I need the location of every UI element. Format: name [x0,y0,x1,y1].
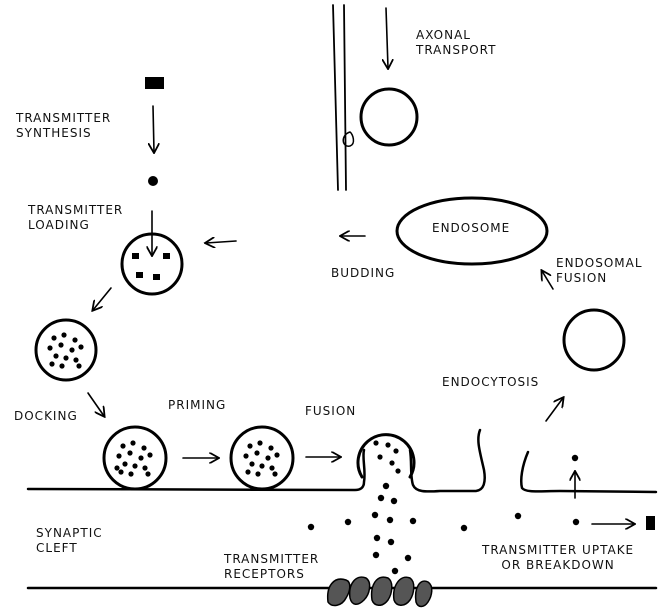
docking-arrow [88,393,104,416]
transmitter-precursor [145,77,164,89]
transmitter-receptors-cluster [328,577,432,606]
axon-microtubule [333,5,353,190]
released-transmitter-dot [383,483,389,489]
released-transmitter-dot [391,498,397,504]
endosomal-fusion-arrow [542,271,553,289]
budding-to-loading-arrow [206,241,236,243]
label-priming: PRIMING [168,398,226,413]
endocytosed-vesicle [564,310,624,370]
docked-vesicle [104,427,166,489]
released-transmitter-dot [308,524,314,530]
released-transmitter-dot [373,552,379,558]
released-transmitter-dot [410,518,416,524]
label-fusion: FUSION [305,404,356,419]
released-transmitter-dot [345,519,351,525]
released-transmitter-dot [388,539,394,545]
released-transmitter-dot [387,517,393,523]
released-transmitter-dot [405,555,411,561]
released-transmitter-dot [572,455,578,461]
released-transmitter-dot [573,519,579,525]
transported-vesicle [361,89,417,145]
released-transmitter-dot [515,513,521,519]
transmitter-breakdown-product [646,516,655,530]
endocytosis-arrow [546,398,563,421]
released-transmitter-dot [461,525,467,531]
label-budding: BUDDING [331,266,395,281]
released-transmitter-dot [392,568,398,574]
transmitter-molecule [148,176,158,186]
primed-vesicle [231,427,293,489]
label-endosome: ENDOSOME [432,221,510,236]
presynaptic-membrane [28,430,656,492]
released-transmitter-dot [374,535,380,541]
label-endocytosis: ENDOCYTOSIS [442,375,539,390]
synthesis-arrow [153,106,154,152]
released-transmitter-dot [372,512,378,518]
filled-vesicle [36,320,96,380]
axonal-transport-arrow [386,8,388,68]
released-transmitter-dot [378,495,384,501]
label-docking: DOCKING [14,409,78,424]
loading-to-filled-arrow [93,288,111,310]
fusing-vesicle [358,435,414,477]
